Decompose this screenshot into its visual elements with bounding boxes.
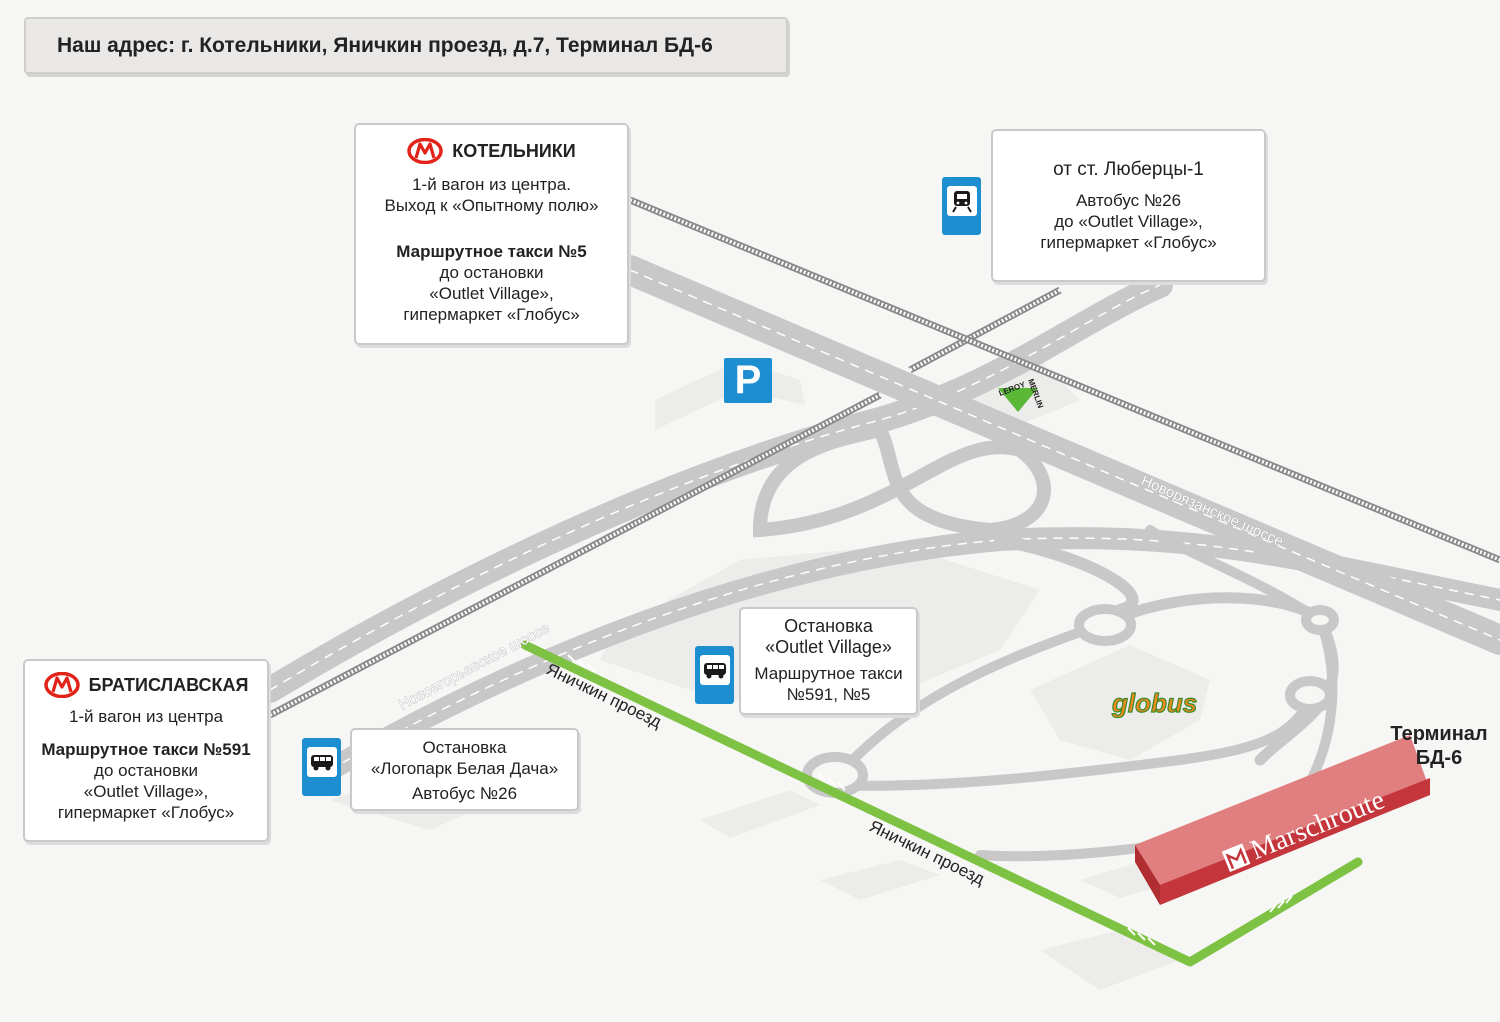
terminal-label: Терминал БД-6 (1380, 722, 1498, 770)
box-stop-logopark-route: Автобус №26 (411, 784, 518, 803)
box-lyubertsy: от ст. Люберцы-1 Автобус №26 до «Outlet … (991, 129, 1266, 282)
box-kotelniki-title-row: КОТЕЛЬНИКИ (356, 138, 627, 164)
box-stop-outlet-name: «Outlet Village» (765, 637, 892, 657)
bus-stop-sign-logopark (302, 738, 341, 796)
box-bratislavskaya-line1: 1-й вагон из центра (68, 707, 224, 726)
address-text: Наш адрес: г. Котельники, Яничкин проезд… (57, 33, 713, 57)
bus-stop-sign-outlet (695, 646, 734, 704)
box-bratislavskaya-route: Маршрутное такси №591 (41, 740, 251, 759)
railways (268, 196, 1500, 719)
roads (257, 255, 1500, 862)
bus-icon (306, 747, 337, 777)
box-bratislavskaya-line3: «Outlet Village», (83, 782, 209, 801)
box-stop-outlet-title: Остановка (784, 616, 873, 636)
box-stop-outlet-route1: Маршрутное такси (754, 664, 903, 683)
box-lyubertsy-line2: до «Outlet Village», (1054, 212, 1203, 231)
address-bar: Наш адрес: г. Котельники, Яничкин проезд… (24, 17, 788, 74)
box-lyubertsy-title: от ст. Люберцы-1 (1053, 159, 1204, 180)
walking-route (520, 640, 1363, 967)
roundabouts (802, 604, 1339, 798)
box-stop-logopark: Остановка «Логопарк Белая Дача» Автобус … (350, 728, 579, 811)
box-kotelniki-line5: гипермаркет «Глобус» (403, 305, 580, 324)
terminal-label-line1: Терминал (1390, 723, 1488, 745)
box-bratislavskaya-title: БРАТИСЛАВСКАЯ (88, 674, 249, 695)
globus-logo: globus (1111, 688, 1197, 718)
box-kotelniki-line4: «Outlet Village», (429, 284, 554, 303)
box-kotelniki-line3: до остановки (439, 263, 544, 282)
metro-icon (43, 672, 80, 698)
box-stop-outlet: Остановка «Outlet Village» Маршрутное та… (739, 607, 918, 715)
crosswalks (567, 654, 1293, 946)
bus-icon (699, 655, 730, 685)
parking-icon: P (724, 358, 772, 403)
box-lyubertsy-line3: гипермаркет «Глобус» (1040, 233, 1217, 252)
box-kotelniki-line1: 1-й вагон из центра. (412, 175, 571, 194)
box-stop-logopark-name: «Логопарк Белая Дача» (370, 759, 559, 778)
box-bratislavskaya: БРАТИСЛАВСКАЯ 1-й вагон из центра Маршру… (23, 659, 269, 842)
box-stop-logopark-title: Остановка (422, 738, 507, 757)
box-kotelniki-line2: Выход к «Опытному полю» (384, 196, 599, 215)
box-bratislavskaya-title-row: БРАТИСЛАВСКАЯ (25, 672, 267, 698)
box-bratislavskaya-line4: гипермаркет «Глобус» (57, 803, 235, 822)
train-stop-sign (942, 177, 981, 235)
box-kotelniki: КОТЕЛЬНИКИ 1-й вагон из центра. Выход к … (354, 123, 629, 345)
box-lyubertsy-line1: Автобус №26 (1075, 191, 1182, 210)
train-icon (946, 186, 977, 216)
box-bratislavskaya-line2: до остановки (94, 761, 198, 780)
metro-icon (407, 138, 444, 164)
box-kotelniki-title: КОТЕЛЬНИКИ (452, 140, 576, 161)
terminal-label-line2: БД-6 (1415, 747, 1463, 769)
box-kotelniki-route: Маршрутное такси №5 (396, 242, 587, 261)
box-stop-outlet-route2: №591, №5 (786, 685, 871, 704)
